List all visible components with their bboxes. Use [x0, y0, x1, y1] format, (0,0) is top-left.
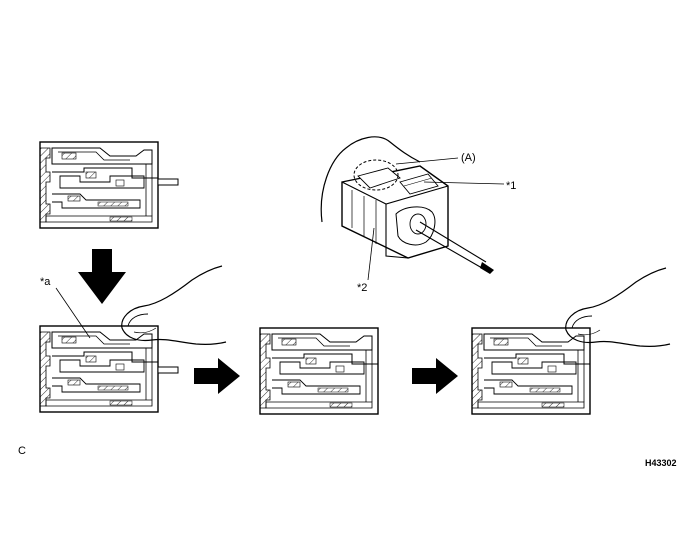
connector-section-pressed — [39, 325, 179, 413]
figure-code: H43302 — [645, 458, 677, 468]
callout-2-label: *2 — [357, 282, 368, 294]
leader-a — [55, 287, 91, 339]
callout-1-label: *1 — [506, 180, 517, 192]
callout-a-label: *a — [40, 276, 51, 288]
finger-icon — [121, 265, 227, 345]
connector-section-released — [259, 327, 379, 415]
arrow-right-icon — [194, 358, 240, 394]
callout-A-label: (A) — [461, 152, 476, 164]
finger-icon — [565, 267, 671, 347]
connector-3d-view — [320, 136, 505, 281]
arrow-right-icon — [412, 358, 458, 394]
arrow-down-icon — [78, 249, 126, 304]
corner-letter: C — [18, 445, 26, 457]
connector-section-locked — [471, 327, 591, 415]
detail-circle-A — [353, 159, 399, 191]
connector-section-initial — [39, 141, 179, 229]
